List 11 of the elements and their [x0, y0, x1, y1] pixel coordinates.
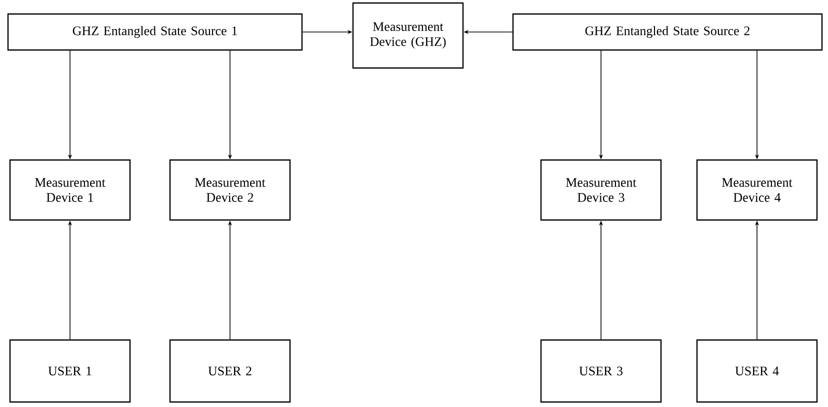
- process-box: GHZ Entangled State Source 1: [7, 13, 303, 51]
- user-box: USER 2: [169, 339, 291, 403]
- user-box: USER 3: [540, 339, 662, 403]
- process-box: Measurement Device 2: [169, 159, 291, 221]
- user-box: USER 4: [696, 339, 818, 403]
- process-box: Measurement Device 1: [9, 159, 131, 221]
- process-box: GHZ Entangled State Source 2: [512, 13, 823, 51]
- process-box: Measurement Device 4: [696, 159, 818, 221]
- process-box: Measurement Device (GHZ): [352, 2, 464, 69]
- process-box: Measurement Device 3: [540, 159, 662, 221]
- user-box: USER 1: [9, 339, 131, 403]
